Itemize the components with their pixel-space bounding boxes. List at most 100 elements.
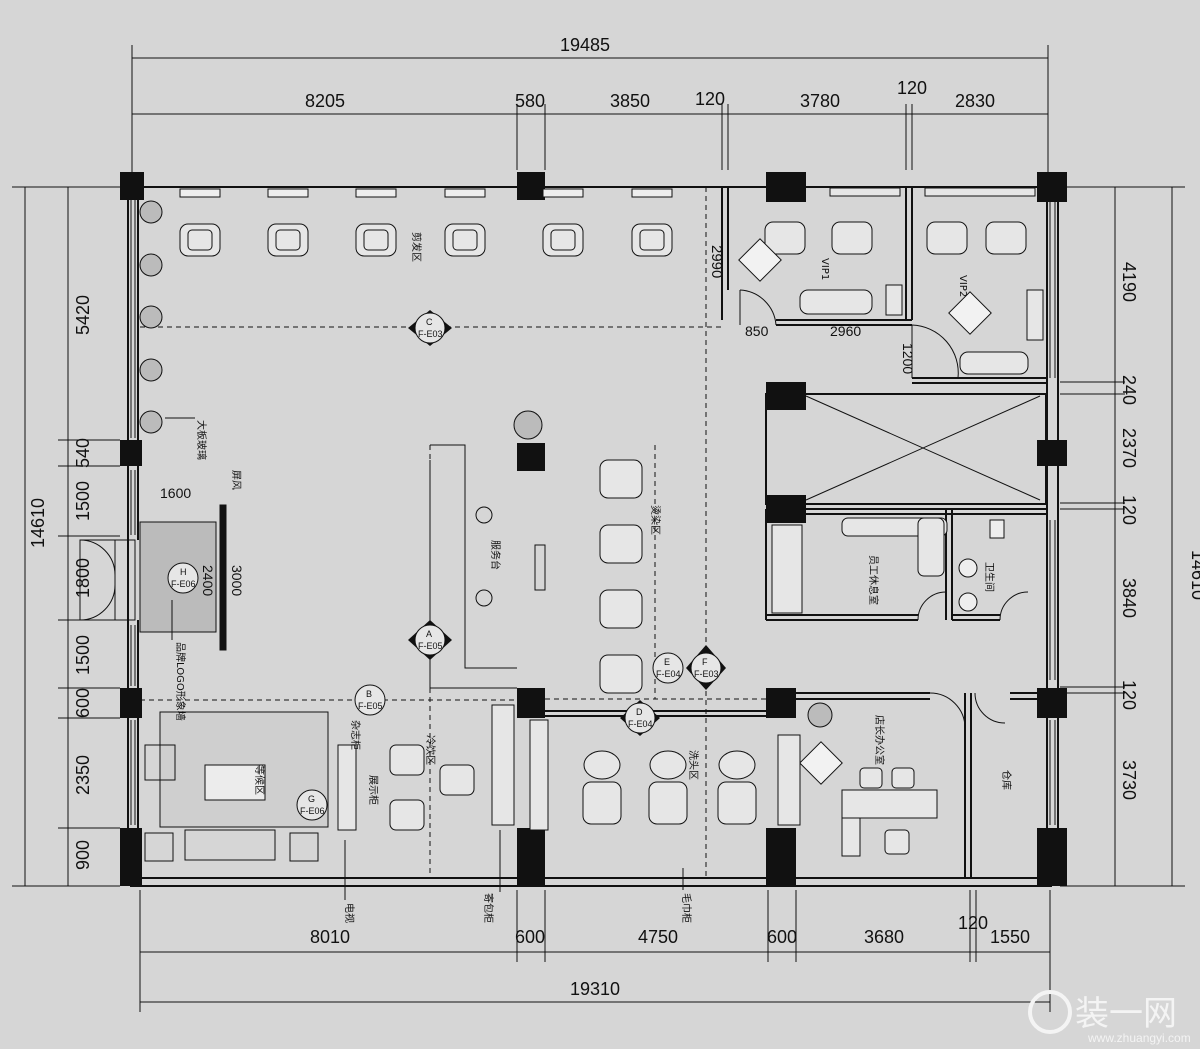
window-strips bbox=[130, 200, 1056, 825]
dim-right-3: 2370 bbox=[1119, 428, 1139, 468]
dim-left-2: 540 bbox=[73, 438, 93, 468]
label-perm-dye: 烫染区 bbox=[649, 505, 662, 535]
marker-c-letter: C bbox=[426, 317, 433, 327]
label-vip2: VIP2 bbox=[957, 275, 968, 297]
leader-lines bbox=[165, 417, 684, 900]
staff-sofa bbox=[771, 517, 948, 614]
section-marker-f: F F-E03 bbox=[686, 645, 726, 690]
dim-bottom-6: 120 bbox=[958, 913, 988, 933]
office-furniture bbox=[777, 734, 938, 857]
label-curtain-wall: 大板玻璃 bbox=[195, 420, 208, 460]
section-marker-a: A F-E05 bbox=[408, 620, 452, 660]
vip-tables bbox=[738, 238, 992, 785]
label-screen: 屏风 bbox=[230, 470, 242, 490]
dim-left-8: 900 bbox=[73, 840, 93, 870]
exterior-walls bbox=[127, 186, 1059, 887]
dim-top-1: 8205 bbox=[305, 91, 345, 111]
interior-walls bbox=[545, 187, 1047, 878]
label-storage-cabinet: 寄包柜 bbox=[482, 893, 495, 923]
marker-e-code: F-E04 bbox=[656, 669, 681, 679]
marker-d-letter: D bbox=[636, 707, 643, 717]
cut-area-mirrors bbox=[179, 188, 673, 198]
waiting-area bbox=[144, 711, 329, 862]
dim-left-total: 14610 bbox=[28, 498, 48, 548]
dim-bottom-4: 600 bbox=[767, 927, 797, 947]
dim-right-1: 4190 bbox=[1119, 262, 1139, 302]
label-manager-office: 店长办公室 bbox=[873, 715, 886, 765]
doors bbox=[739, 289, 1029, 729]
label-logo-wall: 品牌LOGO形象墙 bbox=[174, 642, 187, 721]
dim-right-7: 3730 bbox=[1119, 760, 1139, 800]
label-waiting-area: 等候区 bbox=[253, 765, 266, 795]
label-service-desk: 服务台 bbox=[489, 540, 502, 570]
dim-entry-screen: 3000 bbox=[229, 565, 245, 596]
marker-e-letter: E bbox=[664, 657, 670, 667]
dim-left-4: 1800 bbox=[73, 558, 93, 598]
section-marker-c: C F-E03 bbox=[408, 310, 452, 346]
dim-top-2: 580 bbox=[515, 91, 545, 111]
top-dimensions bbox=[131, 45, 1049, 190]
dim-entry-height: 2400 bbox=[200, 565, 216, 596]
dim-left-6: 600 bbox=[73, 688, 93, 718]
marker-h-letter: H bbox=[180, 567, 187, 577]
vip-furniture bbox=[764, 187, 1044, 375]
section-marker-e: E F-E04 bbox=[652, 652, 684, 684]
section-marker-b: B F-E05 bbox=[354, 684, 386, 716]
dim-left-1: 5420 bbox=[73, 295, 93, 335]
dim-bottom-2: 600 bbox=[515, 927, 545, 947]
dim-bottom-total: 19310 bbox=[570, 979, 620, 999]
dim-top-6: 120 bbox=[897, 78, 927, 98]
marker-a-code: F-E05 bbox=[418, 641, 443, 651]
marker-g-code: F-E06 bbox=[300, 806, 325, 816]
watermark-brand: 装一网 bbox=[1075, 994, 1177, 1034]
dim-vip-door-width: 850 bbox=[745, 323, 769, 339]
wash-basins bbox=[582, 750, 757, 825]
dim-bottom-3: 4750 bbox=[638, 927, 678, 947]
label-tv: 电视 bbox=[343, 903, 356, 923]
dim-top-4: 120 bbox=[695, 89, 725, 109]
marker-c-code: F-E03 bbox=[418, 329, 443, 339]
marker-f-letter: F bbox=[702, 657, 708, 667]
service-desk bbox=[429, 444, 546, 689]
label-storage: 仓库 bbox=[1000, 770, 1013, 790]
label-vip1: VIP1 bbox=[819, 258, 830, 280]
dim-vip-width: 2960 bbox=[830, 323, 861, 339]
dim-bottom-1: 8010 bbox=[310, 927, 350, 947]
label-staff-rest: 员工休息室 bbox=[867, 555, 880, 605]
section-marker-g: G F-E06 bbox=[296, 789, 328, 821]
dim-left-3: 1500 bbox=[73, 481, 93, 521]
dim-right-5: 3840 bbox=[1119, 578, 1139, 618]
label-cold-drink: 冷饮区 bbox=[424, 735, 437, 765]
section-marker-h: H F-E06 bbox=[167, 562, 199, 594]
dim-vip2-door: 1200 bbox=[900, 343, 916, 374]
dim-left-7: 2350 bbox=[73, 755, 93, 795]
elevator-shaft bbox=[805, 395, 1041, 501]
label-cut-area: 剪发区 bbox=[410, 232, 423, 262]
dim-entry-width: 1600 bbox=[160, 485, 191, 501]
perm-dye-chairs bbox=[599, 459, 643, 694]
marker-g-letter: G bbox=[308, 794, 315, 804]
label-misc-cabinet: 杂志柜 bbox=[349, 720, 362, 750]
label-display-cabinet: 展示柜 bbox=[367, 775, 380, 805]
label-wash-area: 洗头区 bbox=[687, 750, 699, 780]
left-dimensions bbox=[12, 186, 120, 887]
dim-right-2: 240 bbox=[1119, 375, 1139, 405]
dim-left-5: 1500 bbox=[73, 635, 93, 675]
dim-top-7: 2830 bbox=[955, 91, 995, 111]
dim-top-3: 3850 bbox=[610, 91, 650, 111]
dim-top-total: 19485 bbox=[560, 35, 610, 55]
dim-bottom-7: 1550 bbox=[990, 927, 1030, 947]
lounge-furniture bbox=[337, 704, 549, 831]
plant-icons bbox=[139, 200, 833, 728]
marker-b-code: F-E05 bbox=[358, 701, 383, 711]
marker-h-code: F-E06 bbox=[171, 579, 196, 589]
marker-d-code: F-E04 bbox=[628, 719, 653, 729]
toilet-fixtures bbox=[958, 519, 1005, 612]
label-toilet: 卫生间 bbox=[983, 562, 996, 592]
dim-right-4: 120 bbox=[1119, 495, 1139, 525]
dim-right-total: 14610 bbox=[1188, 550, 1200, 600]
marker-f-code: F-E03 bbox=[694, 669, 719, 679]
entrance-door bbox=[79, 539, 136, 621]
watermark-url: www.zhuangyi.com bbox=[1087, 1031, 1191, 1045]
